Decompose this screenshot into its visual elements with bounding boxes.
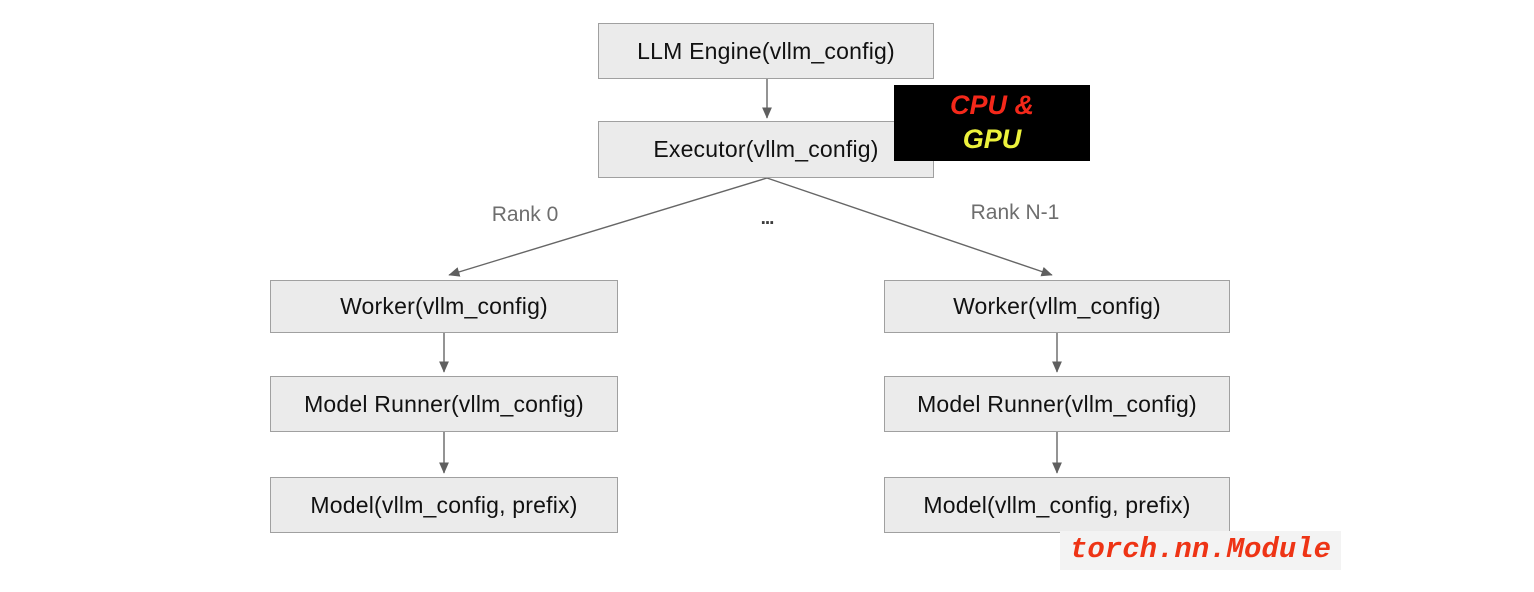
node-worker-right: Worker(vllm_config): [884, 280, 1230, 333]
node-worker-right-label: Worker(vllm_config): [953, 293, 1161, 319]
edge-label-rank-n-1: Rank N-1: [970, 201, 1060, 224]
node-model-right-label: Model(vllm_config, prefix): [923, 491, 1191, 518]
node-executor-label: Executor(vllm_config): [653, 136, 879, 162]
arrow-executor-to-worker-right: [766, 177, 1053, 277]
cpu-gpu-callout: CPU & GPU: [894, 85, 1090, 161]
cpu-gpu-callout-line1: CPU &: [949, 90, 1034, 121]
edge-label-rank-0: Rank 0: [491, 203, 559, 226]
node-model-runner-right: Model Runner(vllm_config): [884, 376, 1230, 432]
node-worker-left-label: Worker(vllm_config): [340, 293, 548, 319]
cpu-gpu-callout-line2: GPU: [962, 124, 1022, 154]
node-model-runner-left-label: Model Runner(vllm_config): [304, 390, 584, 417]
node-model-right: Model(vllm_config, prefix): [884, 477, 1230, 533]
node-model-left-label: Model(vllm_config, prefix): [310, 491, 578, 518]
node-worker-left: Worker(vllm_config): [270, 280, 618, 333]
node-model-left: Model(vllm_config, prefix): [270, 477, 618, 533]
node-llm-engine-label: LLM Engine(vllm_config): [637, 37, 895, 64]
node-model-runner-left: Model Runner(vllm_config): [270, 376, 618, 432]
node-llm-engine: LLM Engine(vllm_config): [598, 23, 934, 79]
torch-nn-module-annotation: torch.nn.Module: [1060, 531, 1342, 570]
node-model-runner-right-label: Model Runner(vllm_config): [917, 390, 1197, 417]
edge-label-ellipsis: ...: [760, 208, 775, 229]
node-executor: Executor(vllm_config): [598, 121, 934, 178]
